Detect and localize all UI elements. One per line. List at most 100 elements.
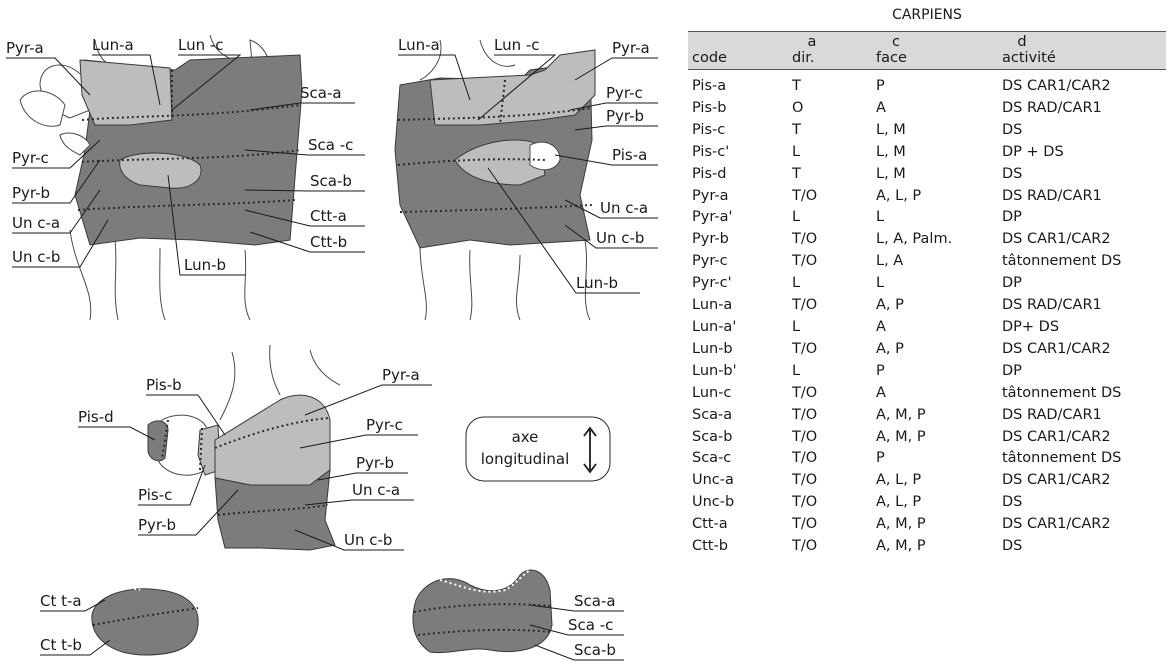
labels-middle: Pis-b Pyr-a Pis-d Pyr-c Pyr-b Un c-a Pis… [78,366,432,551]
column-name: face [876,50,907,66]
label-sca-a: Sca-a [300,84,342,102]
table-cell: T/O [792,384,818,401]
label-pyr-c: Pyr-c [12,149,49,167]
table-cell: Pis-b [692,99,727,116]
table-cell: Pis-c' [692,143,730,160]
column-letter [692,34,732,50]
table-cell: A, M, P [876,516,926,533]
table-cell: L [876,209,885,226]
label-lun-b-r: Lun-b [576,274,618,292]
table-cell: L [792,209,801,226]
table-title: CARPIENS [892,7,962,23]
bone-sca [412,569,553,654]
table-cell: DS [1002,538,1023,555]
table-cell: L [792,275,801,292]
wrist-top-left [19,34,303,321]
labels-top-right: Lun-a Lun -c Pyr-a Pyr-c Pyr-b Pis-a Un … [398,36,658,294]
label-unc-b-m: Un c-b [344,531,392,549]
legend-line2: longitudinal [481,450,569,468]
table-cell: Ctt-a [692,516,728,533]
table-cell: L [792,143,801,160]
label-pyr-b-m: Pyr-b [356,454,394,472]
table-cell: DS [1002,165,1023,182]
table-cell: L [876,275,885,292]
table-cell: A [876,384,886,401]
table-cell: DP + DS [1002,143,1064,160]
table-cell: A [876,99,886,116]
table-cell: DP [1002,275,1022,292]
table-cell: T [792,165,801,182]
label-pis-a-r: Pis-a [612,146,647,164]
table-cell: L, M [876,121,906,138]
label-pyr-c-m: Pyr-c [366,416,403,434]
table-cell: DP [1002,209,1022,226]
table-cell: P [876,362,885,379]
table-cell: A, M, P [876,406,926,423]
label-unc-b-r: Un c-b [596,229,644,247]
table-cell: Lun-c [692,384,732,401]
wrist-middle [147,344,341,551]
label-pyr-c-r: Pyr-c [606,84,643,102]
table-cell: Pis-d [692,165,727,182]
label-pis-d-m: Pis-d [78,408,114,426]
table-cell: Lun-a [692,297,733,314]
table-cell: Pyr-b [692,231,729,248]
label-pis-b-m: Pis-b [146,376,182,394]
table-cell: T/O [792,406,818,423]
table-cell: Pis-a [692,78,727,94]
label-unc-a: Un c-a [12,214,60,232]
table-cell: A, M, P [876,538,926,555]
table-cell: DP [1002,362,1022,379]
table-cell: DS [1002,494,1023,511]
label-sca-c: Sca -c [308,136,353,154]
table-cell: P [876,78,885,94]
label-ctt-a: Ctt-a [310,207,347,225]
label-pyr-a: Pyr-a [6,39,44,57]
table-cell: Unc-a [692,472,734,489]
table-cell: Pis-c [692,121,726,138]
label-lun-b: Lun-b [184,256,226,274]
table-cell: T/O [792,494,818,511]
table-cell: T [792,78,801,94]
table-cell: A, P [876,297,904,314]
legend-axe-longitudinal: axe longitudinal [465,416,611,482]
label-ctt-a-b: Ct t-a [40,592,82,610]
legend-line1: axe [512,428,539,446]
table-cell: Sca-a [692,406,733,423]
label-lun-c: Lun -c [178,36,224,54]
label-lun-c-r: Lun -c [494,36,540,54]
label-pyr-b-m2: Pyr-b [138,516,176,534]
table-cell: T/O [792,472,818,489]
table-cell: DS [1002,121,1023,138]
label-sca-b-b: Sca-b [574,641,616,659]
label-pyr-a-r: Pyr-a [612,39,650,57]
table-cell: Pyr-a [692,187,729,204]
column-letter: a [807,34,817,50]
table-cell: A, L, P [876,472,922,489]
column-letter: c [892,34,900,50]
label-sca-a-b: Sca-a [574,592,616,610]
table-cell: DS CAR1/CAR2 [1002,516,1111,533]
table-cell: Lun-b' [692,362,737,379]
label-ctt-b: Ctt-b [310,233,347,251]
table-cell: T/O [792,297,818,314]
label-unc-a-m: Un c-a [352,481,400,499]
table-cell: DS CAR1/CAR2 [1002,472,1111,489]
table-row: Unc-a T/O A, L, P DS CAR1/CAR2 [688,470,1166,492]
table-cell: T/O [792,538,818,555]
labels-bottom-left: Ct t-a Ct t-b [40,592,111,656]
